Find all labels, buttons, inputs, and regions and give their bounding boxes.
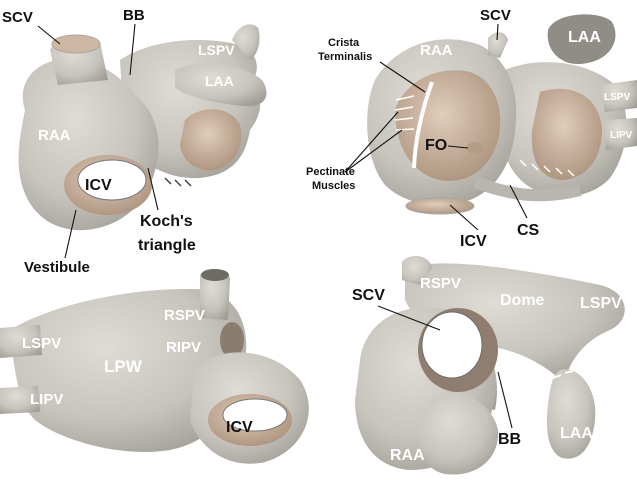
seam-stitches [165, 178, 191, 186]
panel-bottom-left: RSPV LSPV LPW RIPV LIPV ICV [0, 269, 309, 466]
panel-top-right: Crista Terminalis RAA SCV LAA LSPV LIPV … [306, 7, 637, 250]
fo-mark [467, 142, 483, 154]
label-koch-2: triangle [138, 237, 196, 254]
label-bb-br: BB [498, 431, 521, 448]
label-vestibule: Vestibule [24, 259, 90, 276]
label-lpw: LPW [104, 357, 143, 376]
label-scv: SCV [2, 9, 33, 26]
icv-base-tr [406, 198, 474, 214]
label-lspv: LSPV [198, 42, 235, 58]
label-laa: LAA [205, 73, 234, 89]
label-rspv-bl: RSPV [164, 307, 205, 324]
rspv-opening-bl [201, 269, 229, 281]
label-pectinate-1: Pectinate [306, 166, 355, 178]
label-lspv-bl: LSPV [22, 335, 61, 352]
label-raa-br: RAA [390, 447, 425, 464]
label-scv-tr: SCV [480, 7, 511, 24]
label-icv: ICV [85, 177, 112, 194]
label-cs: CS [517, 222, 540, 239]
label-laa-tr: LAA [568, 29, 601, 46]
scv-vein-tr [488, 32, 508, 58]
label-crista-1: Crista [328, 37, 360, 49]
leader-scv [38, 26, 60, 44]
label-bb: BB [123, 7, 145, 24]
label-lipv-tr: LIPV [610, 130, 633, 141]
label-koch-1: Koch's [140, 213, 193, 230]
label-lspv-br: LSPV [580, 295, 622, 312]
leader-bb-br [498, 372, 512, 428]
label-scv-br: SCV [352, 287, 385, 304]
label-rspv-br: RSPV [420, 275, 461, 292]
label-ripv-bl: RIPV [166, 339, 201, 356]
label-pectinate-2: Muscles [312, 180, 355, 192]
seam-stitches-bl [140, 455, 166, 466]
label-laa-br: LAA [560, 425, 593, 442]
label-icv-bl: ICV [226, 419, 253, 436]
label-raa: RAA [38, 127, 71, 144]
laa-appendage-br [547, 369, 595, 458]
panel-bottom-right: RSPV Dome LSPV SCV RAA BB LAA [352, 256, 625, 475]
label-lspv-tr: LSPV [604, 92, 630, 103]
label-crista-2: Terminalis [318, 51, 372, 63]
panel-top-left: SCV BB LSPV LAA RAA ICV Koch's triangle … [2, 7, 267, 276]
label-raa-tr: RAA [420, 42, 453, 59]
label-dome: Dome [500, 292, 545, 309]
label-lipv-bl: LIPV [30, 391, 63, 408]
label-icv-tr: ICV [460, 233, 487, 250]
scv-opening-br [422, 312, 482, 378]
label-fo: FO [425, 137, 447, 154]
